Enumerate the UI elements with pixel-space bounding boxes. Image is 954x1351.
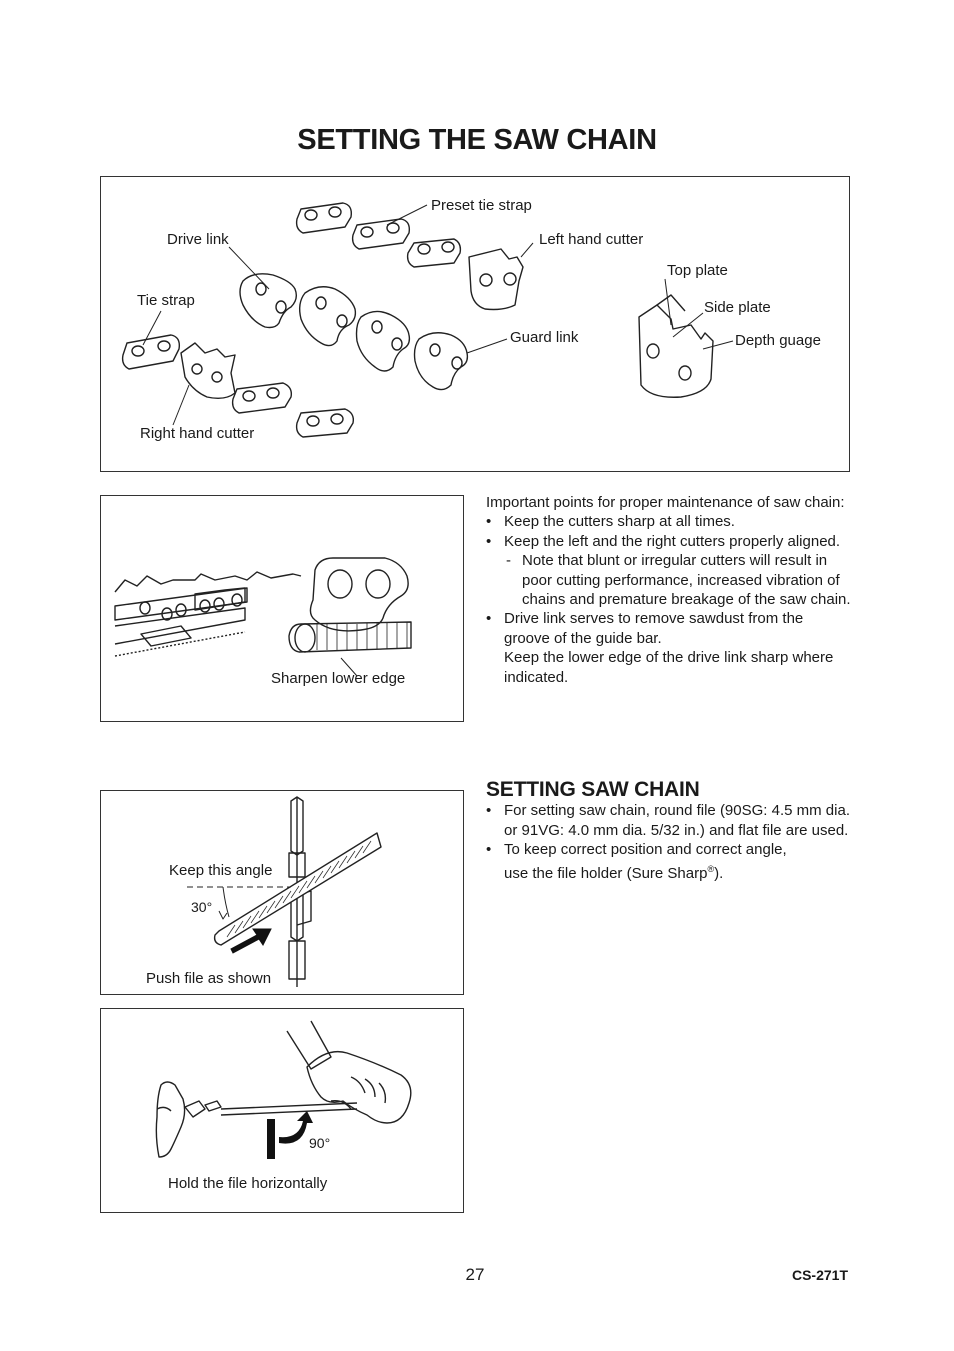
maintenance-intro: Important points for proper maintenance … — [486, 494, 845, 511]
top-plate-label: Top plate — [667, 262, 728, 279]
drive-link-label: Drive link — [167, 231, 229, 248]
maintenance-note: Note that blunt or irregular cutters wil… — [504, 551, 851, 609]
preset-tie-strap-links — [295, 202, 462, 268]
right-hand-cutter — [180, 342, 236, 400]
guard-link-label: Guard link — [510, 329, 579, 346]
cutter-detail — [638, 294, 714, 398]
push-arrow-icon — [230, 928, 272, 954]
depth-guage-label: Depth guage — [735, 332, 821, 349]
sharpen-lower-edge-label: Sharpen lower edge — [271, 670, 406, 687]
setting-bullet: For setting saw chain, round file (90SG:… — [486, 801, 851, 840]
angle-arrow-icon — [279, 1111, 313, 1144]
drive-link-illustration — [114, 557, 412, 677]
setting-saw-chain-section: SETTING SAW CHAIN For setting saw chain,… — [486, 778, 851, 883]
page-number: 27 — [465, 1265, 485, 1284]
page-title: SETTING THE SAW CHAIN — [297, 124, 657, 156]
maintenance-bullet: Keep the left and the right cutters prop… — [486, 532, 851, 610]
side-plate-label: Side plate — [704, 299, 771, 316]
setting-bullet: To keep correct position and correct ang… — [486, 840, 851, 883]
maintenance-bullet: Keep the cutters sharp at all times. — [486, 512, 851, 532]
left-hand-cutter — [468, 248, 524, 311]
left-hand-cutter-label: Left hand cutter — [539, 231, 644, 248]
horizontal-file-figure: 90° Hold the file horizontally — [100, 1008, 464, 1213]
angle-30-label: 30° — [191, 899, 213, 915]
model-number: CS-271T — [791, 1267, 848, 1283]
tie-strap — [121, 334, 181, 370]
horizontal-file-illustration — [155, 1020, 412, 1159]
hold-file-label: Hold the file horizontally — [168, 1175, 328, 1192]
push-file-label: Push file as shown — [146, 970, 272, 987]
file-angle-figure: Keep this angle 30° Push file as shown — [100, 790, 464, 995]
drive-link-figure: Sharpen lower edge — [100, 495, 464, 722]
tie-strap-label: Tie strap — [137, 292, 195, 309]
file-angle-illustration — [187, 796, 382, 987]
preset-tie-strap-label: Preset tie strap — [431, 197, 532, 214]
vertical-reference-bar — [267, 1119, 275, 1159]
angle-90-label: 90° — [309, 1135, 331, 1151]
chain-illustration — [121, 202, 734, 438]
setting-saw-chain-heading: SETTING SAW CHAIN — [486, 778, 700, 801]
right-hand-cutter-label: Right hand cutter — [140, 425, 255, 442]
keep-angle-label: Keep this angle — [169, 862, 273, 879]
chain-diagram: Preset tie strap Drive link Left hand cu… — [100, 176, 850, 472]
maintenance-bullet: Drive link serves to remove sawdust from… — [486, 609, 851, 687]
drive-links — [239, 273, 469, 391]
maintenance-notes: Important points for proper maintenance … — [486, 493, 851, 687]
